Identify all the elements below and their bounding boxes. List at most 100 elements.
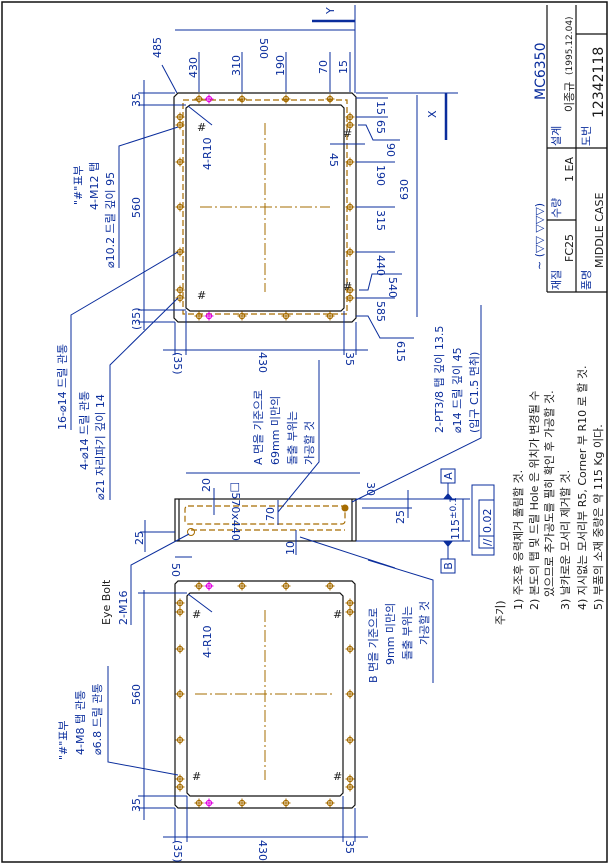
part-name-label: 품명 <box>580 270 593 290</box>
dim-left-35: 35 <box>130 93 143 107</box>
bolt-hole <box>204 581 214 591</box>
drawing-no-label: 도번 <box>580 126 593 146</box>
dim-r65: 65 <box>374 120 387 134</box>
dim-r90: 90 <box>384 143 397 157</box>
bolt-hole <box>175 774 185 784</box>
material-value: FC25 <box>563 234 576 262</box>
parallelism-tolerance: 0.02 <box>481 509 494 534</box>
bolt-hole <box>345 644 355 654</box>
bolt-hole <box>281 798 291 808</box>
design-label: 설계 <box>550 126 563 146</box>
bolt-hole <box>325 798 335 808</box>
datum-b-label: B <box>442 562 455 570</box>
design-date: (1995.12.04) <box>565 16 575 75</box>
dim-25-right: 25 <box>394 510 407 524</box>
dim-r315: 315 <box>374 210 387 231</box>
hash-mark: # <box>197 289 206 302</box>
hash-mark: # <box>192 770 201 783</box>
bolt-hole <box>175 598 185 608</box>
eye-bolt-size: 2-M16 <box>117 591 130 625</box>
bolt-hole <box>194 581 204 591</box>
bolt-hole <box>345 247 355 257</box>
notes-heading: 주기) <box>494 600 507 625</box>
hash-mark: # <box>343 127 352 140</box>
general-notes: 주기) 1) 주조후 응력제거 풀림할 것. 2) 본도의 탭 및 드릴 Hol… <box>494 366 605 625</box>
bolt-hole <box>345 285 355 295</box>
drawing-title: MC6350 <box>533 43 549 100</box>
bolt-hole <box>175 285 185 295</box>
bottom-view: 4-R10 # # # # 560 35 (35) 430 35 "#"표부 4… <box>57 559 434 863</box>
bolt-hole <box>345 120 355 130</box>
bottom-view-holes <box>175 581 355 808</box>
bolt-hole <box>175 202 185 212</box>
dim-15: 15 <box>337 60 350 74</box>
note-3: 3) 날카로운 모서리 제거할 것. <box>559 470 572 610</box>
bolt-hole <box>345 112 355 122</box>
dim-left-35-ref: (35) <box>130 307 143 330</box>
dim-630: 630 <box>398 179 411 200</box>
hash-mark: # <box>192 608 201 621</box>
hash-mark: # <box>333 770 342 783</box>
dim-r585: 585 <box>374 301 387 322</box>
bolt-hole <box>194 311 204 321</box>
counterbore-note: ⌀21 자리파기 깊이 14 <box>94 394 107 500</box>
corner-radius-label: 4-R10 <box>201 625 214 658</box>
side-view-outline <box>174 498 357 542</box>
dim-left-560: 560 <box>130 197 143 218</box>
drill-note-16: 16-⌀14 드릴 관통 <box>56 344 69 430</box>
b-face-note-1: B 면을 기준으로 <box>367 608 380 683</box>
dim-115-value: 115 <box>449 519 462 540</box>
bolt-hole <box>194 94 204 104</box>
side-view-pocket-hidden <box>184 505 346 525</box>
tap-note-marker: "#"표부 <box>57 720 70 760</box>
bolt-hole <box>281 94 291 104</box>
dim-r440: 440 <box>374 255 387 276</box>
dim-30: 30 <box>364 482 377 496</box>
dim-430: 430 <box>187 57 200 78</box>
dim-bottom-430: 430 <box>256 352 269 373</box>
bolt-hole <box>325 581 335 591</box>
dim-r190: 190 <box>374 165 387 186</box>
pt-drill-note: ⌀14 드릴 깊이 45 <box>451 347 464 433</box>
dim-45: 45 <box>327 153 340 167</box>
drawing-no-value: 12342118 <box>591 47 607 118</box>
bolt-hole <box>345 782 355 792</box>
a-face-note-1: A 면을 기준으로 <box>252 390 265 465</box>
dim-115-tolerance: ±0.1 <box>449 497 459 519</box>
note-1: 1) 주조후 응력제거 풀림할 것. <box>512 470 525 610</box>
note-4: 4) 지시없는 모서리부 R5, Corner 부 R10 로 할 것. <box>576 366 589 610</box>
pt-tap-hole <box>341 504 349 512</box>
dim-bottom-35-ref: (35) <box>171 352 184 375</box>
bolt-hole <box>204 311 214 321</box>
dim-485: 485 <box>151 37 164 58</box>
quantity-value: 1 EA <box>563 157 576 182</box>
bolt-hole <box>345 689 355 699</box>
bolt-hole <box>175 112 185 122</box>
eye-bolt-label: Eye Bolt <box>100 579 113 625</box>
tap-note-size: 4-M8 탭 관통 <box>74 690 87 755</box>
bolt-hole <box>345 157 355 167</box>
dim-500: 500 <box>257 38 270 59</box>
bolt-hole <box>345 598 355 608</box>
a-face-note-4: 가공할 것 <box>303 421 316 465</box>
dim-70: 70 <box>264 507 277 521</box>
dim-r615: 615 <box>394 341 407 362</box>
bolt-hole <box>345 293 355 303</box>
tap-note-size: 4-M12 탭 <box>88 162 101 210</box>
dim-70: 70 <box>317 60 330 74</box>
bolt-hole <box>175 607 185 617</box>
dim-r15: 15 <box>374 101 387 115</box>
b-face-note-3: 돌출 부위는 <box>401 606 414 660</box>
bolt-hole <box>237 94 247 104</box>
y-axis-label: Y <box>324 7 337 15</box>
tap-note-drill: ⌀10.2 드릴 깊이 95 <box>104 172 117 268</box>
bolt-hole <box>345 774 355 784</box>
dim-left-560: 560 <box>130 684 143 705</box>
dim-570x440: □570x440 <box>229 482 242 541</box>
note-5: 5) 부품의 소재 중량은 약 115 Kg 이다. <box>591 424 605 610</box>
dim-bottom-430: 430 <box>256 840 269 861</box>
eye-bolt-hole <box>187 528 195 536</box>
dim-190: 190 <box>274 55 287 76</box>
